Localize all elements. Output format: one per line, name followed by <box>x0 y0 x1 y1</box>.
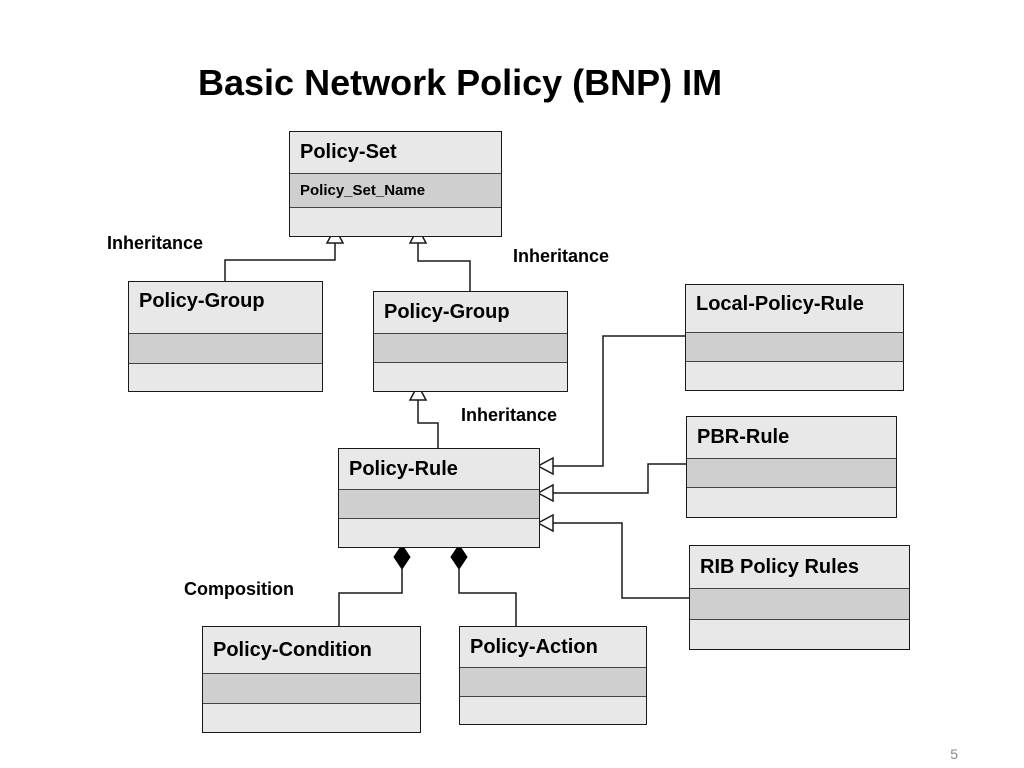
policy-group-left-class: Policy-Group <box>128 281 323 392</box>
class-attribute <box>203 674 420 704</box>
class-attribute: Policy_Set_Name <box>290 174 501 208</box>
class-attribute <box>129 334 322 364</box>
local-policy-rule-class: Local-Policy-Rule <box>685 284 904 391</box>
inheritance-arrowhead <box>536 513 554 533</box>
class-name: Policy-Action <box>460 627 646 668</box>
inheritance-label-left: Inheritance <box>107 233 204 253</box>
class-attribute <box>690 589 909 620</box>
class-operations <box>686 362 903 390</box>
class-operations <box>690 620 909 649</box>
class-attribute <box>339 490 539 519</box>
policy-set-class: Policy-Set Policy_Set_Name <box>289 131 502 237</box>
class-attribute <box>460 668 646 697</box>
inheritance-line-local-policy-rule <box>552 335 685 467</box>
class-attribute <box>687 459 896 488</box>
rib-policy-rules-class: RIB Policy Rules <box>689 545 910 650</box>
class-operations <box>339 519 539 547</box>
class-operations <box>203 704 420 732</box>
composition-line-policy-condition <box>338 569 403 626</box>
pbr-rule-class: PBR-Rule <box>686 416 897 518</box>
class-name: Policy-Set <box>290 132 501 174</box>
policy-rule-class: Policy-Rule <box>338 448 540 548</box>
inheritance-arrowhead <box>536 456 554 476</box>
class-name: RIB Policy Rules <box>690 546 909 589</box>
class-name: Local-Policy-Rule <box>686 285 903 333</box>
class-operations <box>129 364 322 391</box>
inheritance-arrowhead <box>408 383 428 401</box>
class-operations <box>374 363 567 391</box>
class-name: Policy-Condition <box>203 627 420 674</box>
inheritance-arrowhead <box>536 483 554 503</box>
class-attribute <box>374 334 567 363</box>
page-number: 5 <box>950 746 958 762</box>
composition-line-policy-action <box>458 569 517 626</box>
policy-condition-class: Policy-Condition <box>202 626 421 733</box>
class-name: Policy-Group <box>374 292 567 334</box>
class-attribute <box>686 333 903 362</box>
inheritance-label-rule: Inheritance <box>461 405 558 425</box>
class-name: Policy-Group <box>129 282 322 334</box>
inheritance-line-pbr-rule <box>553 463 686 494</box>
policy-group-center-class: Policy-Group <box>373 291 568 392</box>
class-operations <box>687 488 896 517</box>
composition-diamond <box>450 544 468 570</box>
inheritance-line-policy-rule <box>417 400 439 448</box>
composition-label: Composition <box>184 579 294 599</box>
class-operations <box>460 697 646 724</box>
class-operations <box>290 208 501 236</box>
page-title: Basic Network Policy (BNP) IM <box>198 62 723 103</box>
inheritance-line-left-group <box>224 243 336 281</box>
inheritance-line-center-group <box>417 243 471 291</box>
composition-diamond <box>393 544 411 570</box>
inheritance-label-right: Inheritance <box>513 246 610 266</box>
policy-action-class: Policy-Action <box>459 626 647 725</box>
inheritance-line-rib-policy-rules <box>553 522 689 599</box>
class-name: PBR-Rule <box>687 417 896 459</box>
class-name: Policy-Rule <box>339 449 539 490</box>
